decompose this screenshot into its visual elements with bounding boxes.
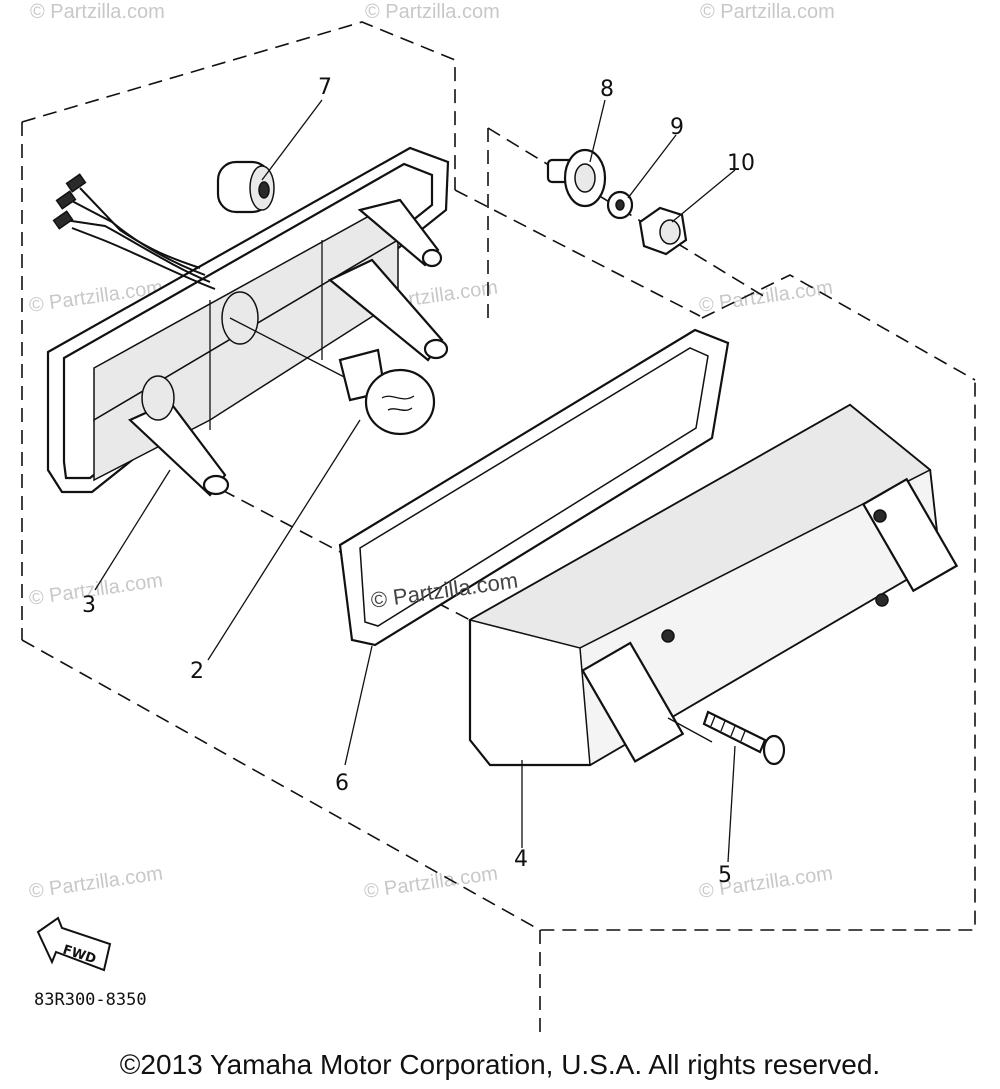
callout-8: 8 (600, 77, 614, 102)
leader-lines (94, 99, 736, 863)
lens (468, 403, 959, 767)
lock-washer (606, 190, 634, 220)
watermark: © Partzilla.com (28, 862, 165, 903)
bulb (229, 317, 436, 436)
grommet (216, 160, 275, 214)
callout-4: 4 (514, 847, 528, 872)
assembly-boundary-left (21, 21, 976, 1035)
callout-10: 10 (727, 151, 755, 176)
callout-2: 2 (190, 659, 204, 684)
callout-5: 5 (718, 863, 732, 888)
watermark: © Partzilla.com (698, 276, 835, 317)
gasket (338, 328, 730, 647)
watermark: © Partzilla.com (700, 1, 835, 23)
callout-9: 9 (670, 115, 684, 140)
stud-bolt (546, 148, 607, 208)
callout-6: 6 (335, 771, 349, 796)
fwd-arrow-icon: FWD (36, 916, 112, 972)
callout-7: 7 (318, 75, 332, 100)
watermark: © Partzilla.com (365, 1, 500, 23)
watermark: © Partzilla.com (30, 1, 165, 23)
nut (638, 206, 688, 256)
screw (667, 710, 786, 766)
callout-3: 3 (82, 593, 96, 618)
exploded-parts-diagram: © Partzilla.com © Partzilla.com © Partzi… (21, 1, 976, 1035)
diagram-code: 83R300-8350 (34, 990, 147, 1010)
copyright-notice: ©2013 Yamaha Motor Corporation, U.S.A. A… (119, 1049, 881, 1080)
tail-light-housing (46, 146, 450, 497)
